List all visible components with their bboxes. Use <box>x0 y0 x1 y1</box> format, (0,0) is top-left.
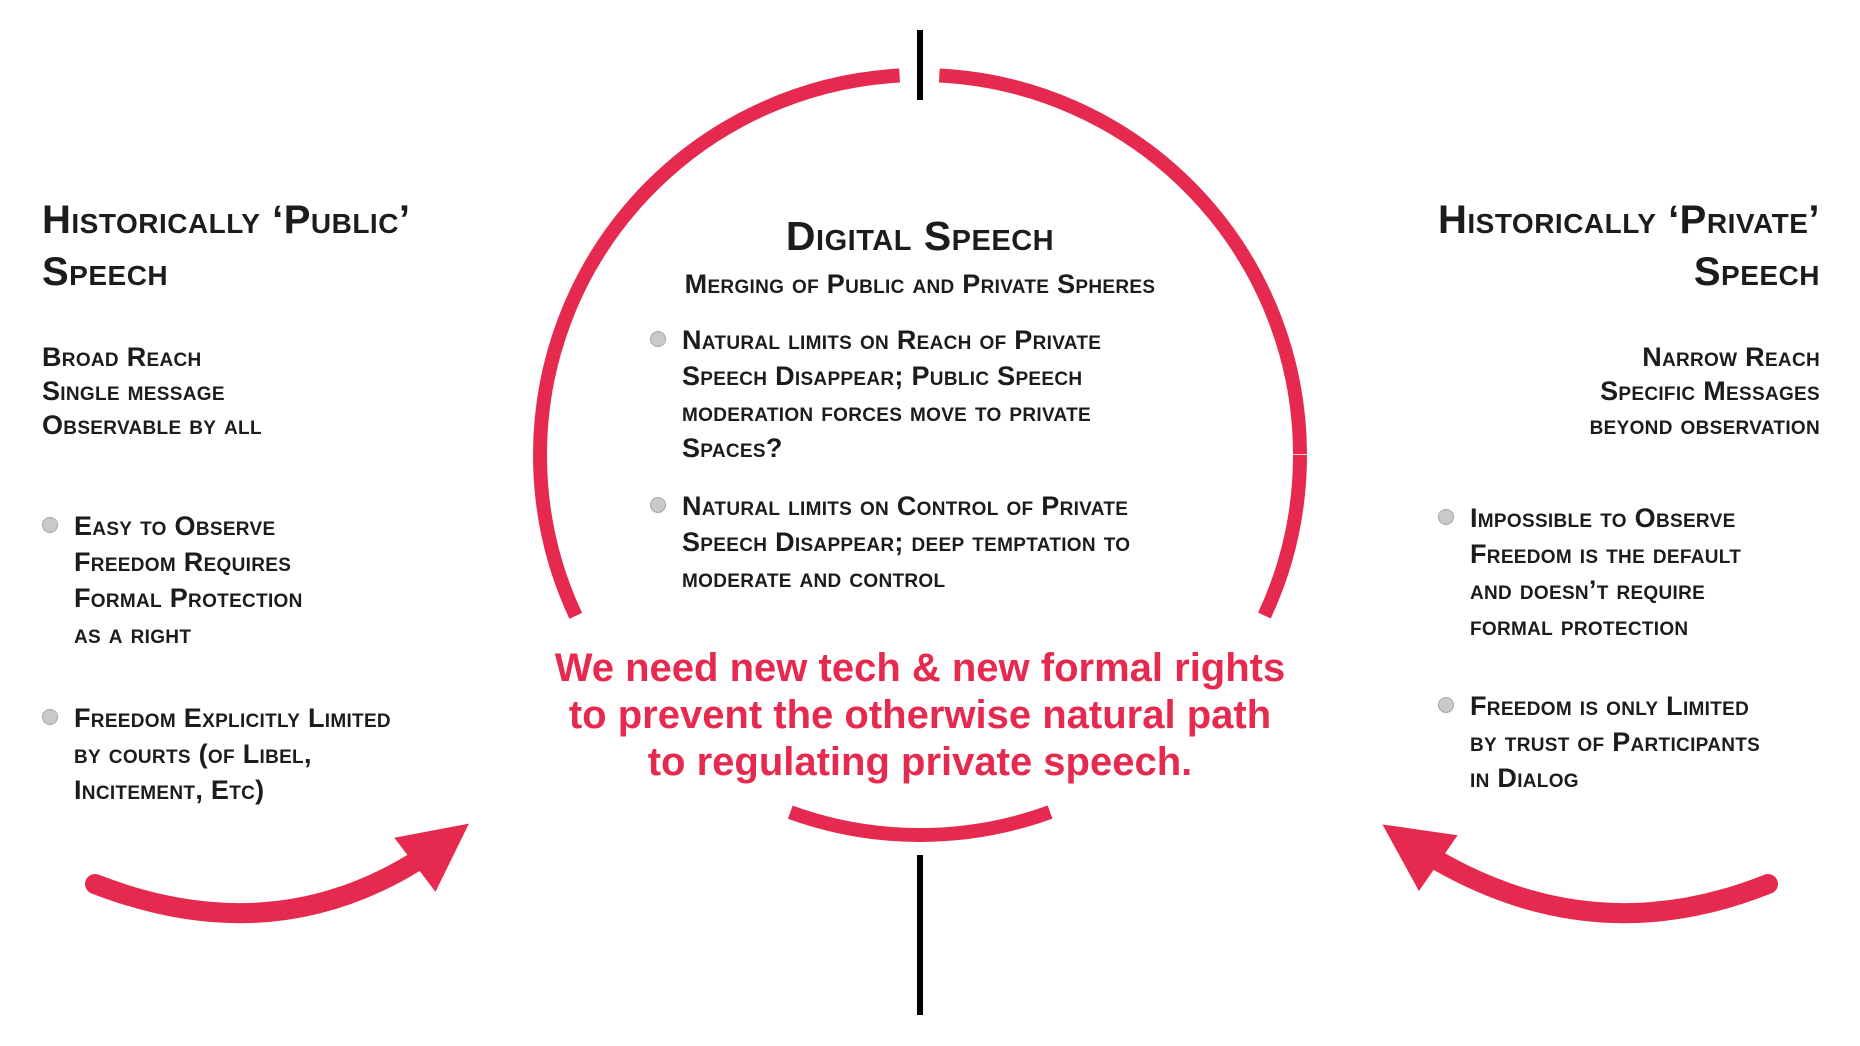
public-speech-summary: Broad Reach Single message Observable by… <box>42 342 262 440</box>
digital-speech-subtitle: Merging of Public and Private Spheres <box>684 269 1156 299</box>
key-statement: We need new tech & new formal rights to … <box>554 646 1286 784</box>
private-speech-title: Historically ‘Private’ Speech <box>1437 198 1820 294</box>
left-flow-arrow-icon <box>85 823 469 924</box>
circle-bullet-icon <box>650 497 666 513</box>
bullet-text: Freedom is only Limited by trust of Part… <box>1470 691 1761 793</box>
public-speech-title: Historically ‘Public’ Speech <box>42 198 411 294</box>
list-item: Easy to Observe Freedom Requires Formal … <box>42 508 472 652</box>
circle-bullet-icon <box>650 331 666 347</box>
circle-bullet-icon <box>1438 697 1454 713</box>
list-item: Impossible to Observe Freedom is the def… <box>1438 500 1838 644</box>
circle-bullet-icon <box>42 517 58 533</box>
bullet-text: Natural limits on Reach of Private Speec… <box>682 325 1102 463</box>
list-item: Freedom is only Limited by trust of Part… <box>1438 688 1838 796</box>
list-item: Natural limits on Control of Private Spe… <box>650 488 1300 596</box>
right-flow-arrow-icon <box>1382 824 1778 924</box>
digital-speech-title: Digital Speech <box>785 213 1055 259</box>
bullet-text: Impossible to Observe Freedom is the def… <box>1470 503 1742 641</box>
bullet-text: Easy to Observe Freedom Requires Formal … <box>74 511 303 649</box>
bullet-text: Freedom Explicitly Limited by courts (of… <box>74 703 391 805</box>
digital-speech-circle <box>533 68 1307 842</box>
bottom-axis-tick <box>917 855 923 1015</box>
top-axis-tick <box>917 30 923 100</box>
private-speech-summary: Narrow Reach Specific Messages beyond ob… <box>1589 342 1820 440</box>
circle-bullet-icon <box>42 709 58 725</box>
list-item: Natural limits on Reach of Private Speec… <box>650 322 1280 466</box>
circle-bullet-icon <box>1438 509 1454 525</box>
bullet-text: Natural limits on Control of Private Spe… <box>682 491 1131 593</box>
list-item: Freedom Explicitly Limited by courts (of… <box>42 700 512 808</box>
